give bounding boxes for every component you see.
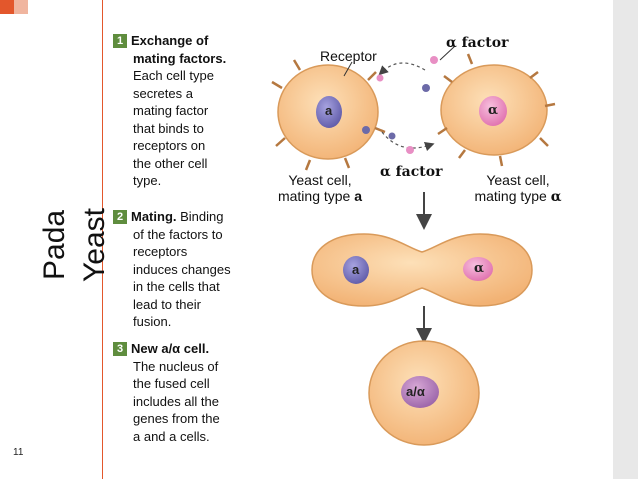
fused-nucleus-a-label: a (352, 262, 360, 277)
slide-number: 11 (13, 447, 24, 458)
step-3-body-line: the fused cell (133, 376, 210, 391)
nucleus-a (316, 96, 342, 128)
step-1-body-line: secretes a (133, 85, 193, 101)
step-1: 1 Exchange of mating factors. Each cell t… (113, 32, 248, 190)
step-1-body-line: Each cell type (133, 68, 214, 83)
fused-nucleus-alpha (463, 257, 493, 281)
receptor-pointer (343, 61, 353, 77)
receptor-label: Receptor (320, 48, 377, 64)
mating-factor-molecules (362, 56, 438, 154)
yeast-alpha-label: Yeast cell, mating type α (462, 172, 574, 205)
accent-square (0, 0, 14, 14)
step-1-body-line: type. (133, 173, 162, 188)
step-2-heading-rest: Binding (180, 209, 224, 224)
step-3-number: 3 (113, 342, 127, 356)
diploid-nucleus-label: a/α (406, 384, 425, 399)
step-1-body-line: mating factor (133, 103, 209, 118)
nucleus-alpha (479, 96, 507, 126)
step-2-body-line: induces changes (133, 261, 231, 277)
factor-arrow-bottom (381, 131, 435, 152)
nucleus-a-label: a (325, 103, 333, 118)
step-2-body-line: fusion. (133, 314, 172, 329)
step-1-heading-line-2: mating factors. (133, 50, 227, 66)
yeast-cell-a (271, 59, 386, 171)
step-2-body-line: in the cells that (133, 279, 220, 294)
fused-nucleus-a (343, 256, 369, 284)
step-3-body-line: a and a cells. (133, 428, 210, 444)
yeast-alpha-label-line-2: mating type α (474, 188, 562, 205)
nucleus-alpha-label: α (488, 103, 499, 118)
yeast-a-label-line-1: Yeast cell, (288, 172, 352, 188)
step-2: 2 Mating. Binding of the factors to recep… (113, 208, 248, 331)
step-1-body-line: the other cell (133, 155, 208, 171)
step-2-number: 2 (113, 210, 127, 224)
accent-square-light (14, 0, 28, 14)
diploid-nucleus (401, 376, 439, 408)
alpha-factor-label-mid: α factor (380, 164, 443, 180)
step-3-body-line: includes all the (133, 393, 219, 409)
step-1-number: 1 (113, 34, 127, 48)
step-2-body-line: lead to their (133, 296, 201, 312)
fused-nucleus-alpha-label: α (474, 261, 485, 276)
step-3-heading: New a/α cell. (131, 341, 210, 356)
step-3: 3 New a/α cell. The nucleus of the fused … (113, 340, 248, 445)
right-band (613, 0, 638, 479)
yeast-cell-alpha (437, 53, 556, 167)
step-1-body-line: receptors on (133, 138, 206, 153)
divider-rule (102, 0, 103, 479)
step-2-body-line: of the factors to (133, 226, 223, 242)
yeast-a-label: Yeast cell, mating type a (268, 172, 372, 204)
left-band (0, 0, 103, 479)
factor-pointer-top (439, 45, 456, 61)
step-1-body-line: that binds to (133, 120, 204, 136)
factor-arrow-top (378, 62, 426, 76)
step-2-body-line: receptors (133, 244, 188, 259)
alpha-factor-label-top: α factor (446, 35, 509, 51)
step-3-body-line: genes from the (133, 411, 220, 426)
yeast-a-label-line-2: mating type a (277, 188, 363, 204)
step-2-heading: Mating. (131, 209, 177, 224)
diploid-cell (368, 340, 480, 446)
step-1-heading-line-1: Exchange of (131, 33, 209, 48)
fusing-cells (311, 233, 533, 307)
step-3-body-line: The nucleus of (133, 358, 219, 374)
yeast-alpha-label-line-1: Yeast cell, (486, 172, 550, 188)
